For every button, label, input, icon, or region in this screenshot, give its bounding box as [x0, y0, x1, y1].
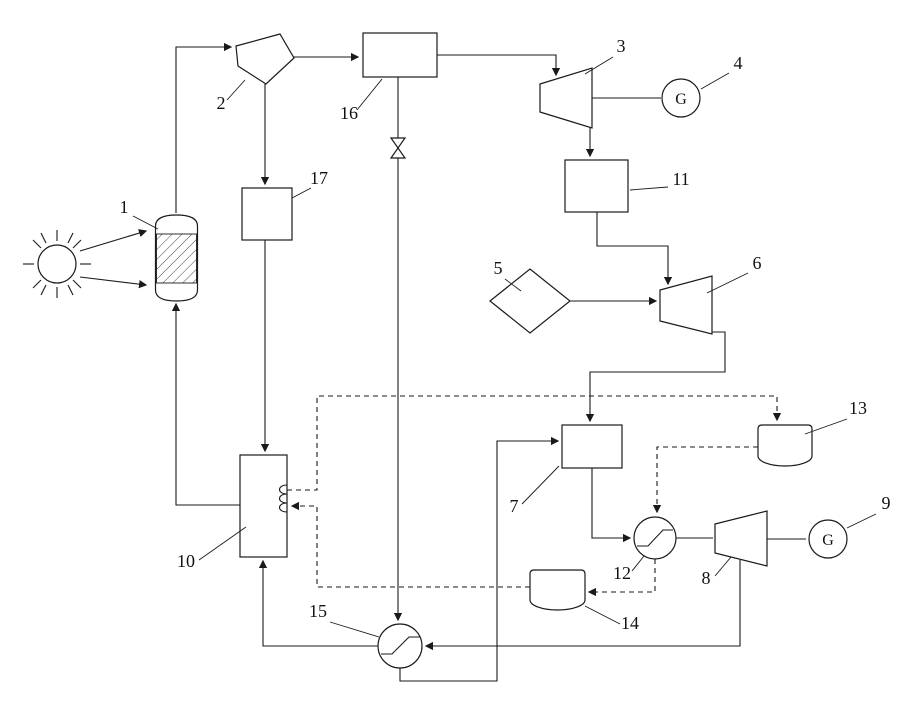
sun-rays: [23, 230, 91, 298]
pipe-1-to-2: [175, 42, 233, 213]
leader-line: [584, 605, 621, 625]
pipe-16-to-3: [437, 54, 561, 77]
leader-line: [584, 56, 614, 75]
label-3: 3: [617, 36, 626, 56]
unit-7: [561, 424, 623, 469]
dash-13-to-12: [652, 446, 758, 514]
label-7: 7: [510, 496, 519, 516]
pipe-10-to-1: [171, 302, 240, 506]
reference-numerals: 1 2 3 4 5 6 7 8 9 10 11 12 13 14 15 16 1…: [120, 36, 891, 633]
leader-line: [629, 186, 669, 191]
solid-pipes: [171, 42, 806, 682]
pipe-8-to-15: [424, 560, 741, 651]
label-5: 5: [494, 258, 503, 278]
tank-13: [757, 424, 813, 467]
receiver-vessel-1: [154, 214, 199, 302]
leader-line: [804, 418, 848, 435]
generator-circle: [661, 78, 701, 118]
generator-letter: G: [675, 91, 687, 108]
unit-5: [489, 268, 571, 334]
heat-exchanger-15: [377, 623, 423, 669]
leader-line: [700, 72, 730, 90]
generator-letter: G: [822, 532, 834, 549]
unit-17: [241, 187, 293, 241]
turbine-3: [539, 67, 593, 129]
leader-line: [714, 556, 732, 577]
label-13: 13: [849, 398, 867, 418]
generator-4: G: [661, 78, 701, 118]
label-16: 16: [340, 103, 358, 123]
leader-line: [198, 526, 247, 561]
leader-line: [226, 79, 246, 101]
generator-circle: [808, 519, 848, 559]
leader-line: [521, 465, 560, 505]
leader-lines: [132, 56, 877, 638]
leader-line: [846, 513, 877, 529]
label-6: 6: [753, 253, 762, 273]
unit-11: [564, 159, 629, 213]
pipe-6-to-7: [585, 331, 726, 423]
solar-beam-upper: [79, 229, 148, 252]
leader-line: [504, 278, 522, 292]
leader-line: [291, 187, 312, 199]
valve-icon: [389, 137, 407, 159]
dashed-loop: [287, 395, 782, 597]
label-8: 8: [702, 568, 711, 588]
label-1: 1: [120, 197, 129, 217]
vessel-absorber-hatch: [156, 233, 197, 284]
label-9: 9: [882, 493, 891, 513]
sun-disc: [37, 244, 77, 284]
separator-2: [235, 33, 295, 85]
pipe-11-to-6: [596, 212, 673, 286]
leader-line: [706, 272, 749, 294]
leader-line: [132, 215, 159, 230]
label-4: 4: [734, 53, 743, 73]
turbine-8: [714, 510, 768, 567]
generator-9: G: [808, 519, 848, 559]
label-17: 17: [310, 168, 328, 188]
dash-10-to-13: [287, 395, 782, 491]
hx-zigzag-icon: [637, 529, 673, 547]
leader-line: [329, 621, 380, 638]
turbine-6: [659, 275, 713, 335]
label-2: 2: [217, 93, 226, 113]
heat-exchanger-12: [633, 516, 677, 560]
leader-line: [631, 555, 645, 572]
label-14: 14: [621, 613, 639, 633]
leader-line: [356, 78, 383, 111]
label-12: 12: [613, 563, 631, 583]
hx-zigzag-icon: [381, 636, 420, 655]
tank-14: [529, 569, 586, 611]
label-15: 15: [309, 601, 327, 621]
sun-icon: [23, 229, 148, 298]
label-10: 10: [177, 551, 195, 571]
column-10: [239, 454, 288, 558]
dash-14-to-10: [290, 501, 530, 588]
unit-16: [362, 32, 438, 78]
solar-beam-lower: [79, 276, 148, 289]
pipe-15-to-7: [399, 436, 560, 682]
pipe-15-to-10: [258, 559, 378, 647]
label-11: 11: [672, 169, 689, 189]
pipe-7-to-12: [591, 468, 632, 543]
coil-icon: [278, 484, 288, 513]
dash-12-to-14: [587, 559, 656, 597]
